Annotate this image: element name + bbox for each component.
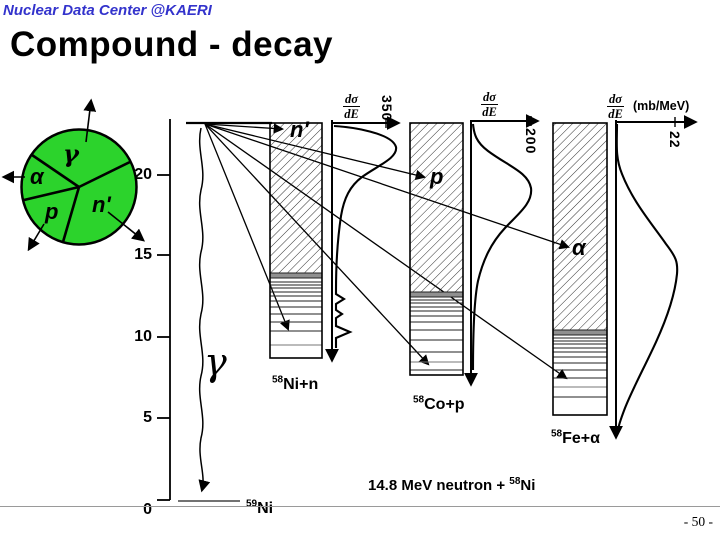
page-number: - 50 - <box>683 514 713 529</box>
energy-axis <box>157 119 171 501</box>
scale-value-proton: 200 <box>523 128 539 155</box>
level-column-58Co <box>409 122 464 376</box>
spectrum-panel-proton <box>464 114 540 387</box>
spectrum-curve-alpha <box>615 123 679 432</box>
dsde-unit-label: (mb/MeV) <box>633 99 690 113</box>
page-title: Compound - decay <box>10 25 334 64</box>
axis-tick-20: 20 <box>134 166 152 183</box>
pie-label-proton: p <box>45 199 59 224</box>
pie-label-neutron: n' <box>92 192 111 217</box>
scale-value-alpha: 22 <box>667 131 683 149</box>
pie-label-alpha: α <box>30 164 44 189</box>
axis-tick-15: 15 <box>134 246 152 263</box>
site-logo: Nuclear Data Center @KAERI <box>3 2 212 19</box>
fan-label-neutron: n' <box>290 117 309 142</box>
scale-value-neutron: 350 <box>379 95 395 122</box>
incident-reaction-caption: 14.8 MeV neutron + 58Ni <box>368 476 536 495</box>
gamma-wavy-arrow <box>198 127 211 493</box>
gamma-cascade-label: γ <box>204 340 227 384</box>
reaction-label-58Co-p: 58Co+p <box>413 394 465 413</box>
pie-label-gamma: γ <box>63 139 79 168</box>
axis-tick-10: 10 <box>134 328 152 345</box>
pie-emission-arrows <box>1 98 145 252</box>
ground-nucleus-label: 59Ni <box>246 498 274 517</box>
reaction-label-58Ni-n: 58Ni+n <box>272 374 319 393</box>
level-column-58Ni <box>269 122 323 359</box>
reaction-label-58Fe-a: 58Fe+α <box>551 428 600 447</box>
level-column-58Fe <box>552 122 608 416</box>
spectrum-panel-alpha <box>609 115 698 440</box>
spectrum-curve-neutron <box>333 124 398 348</box>
axis-tick-5: 5 <box>143 409 152 426</box>
spectrum-panel-neutron <box>325 116 401 363</box>
axis-tick-0: 0 <box>143 501 152 518</box>
pie-slice-dividers <box>23 153 131 243</box>
fan-label-proton: p <box>430 164 444 189</box>
spectrum-curve-proton <box>471 123 533 371</box>
decay-pie-chart <box>1 98 145 252</box>
fan-label-alpha: α <box>572 235 586 260</box>
footer-divider <box>0 506 720 507</box>
